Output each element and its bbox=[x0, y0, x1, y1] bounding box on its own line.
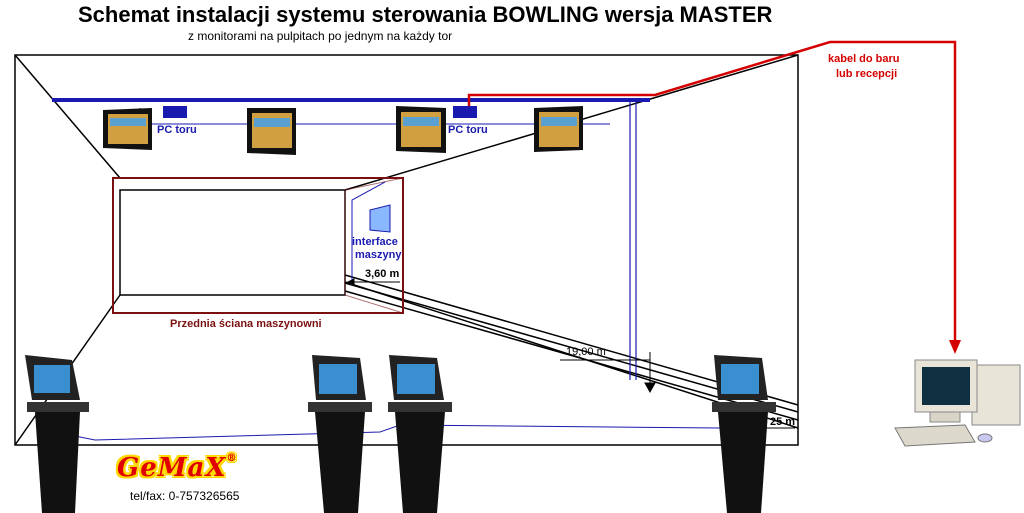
dimension-lines bbox=[346, 278, 795, 429]
pc-box-icon bbox=[163, 106, 187, 118]
pc-tower bbox=[971, 364, 1021, 426]
distance-dim-label: 25 m bbox=[770, 416, 796, 428]
bar-cable bbox=[467, 40, 957, 345]
crt-screen bbox=[922, 367, 970, 405]
console-stand-icon bbox=[25, 355, 89, 513]
wall-monitor-icon bbox=[396, 106, 446, 153]
width-dim-label: 3,60 m bbox=[365, 268, 400, 280]
mouse bbox=[977, 433, 993, 443]
interface-cable bbox=[351, 181, 386, 285]
console-stand-icon bbox=[388, 355, 452, 513]
gemax-logo: GeMaX® bbox=[117, 453, 238, 483]
length-dim-label: 19,00 m bbox=[566, 346, 606, 358]
console-stand-icon bbox=[712, 355, 776, 513]
cable-label-line1: kabel do baru bbox=[828, 53, 900, 65]
interface-label-line1: interface bbox=[352, 236, 398, 248]
floor-cable bbox=[44, 424, 721, 441]
back-wall-opening bbox=[119, 189, 346, 296]
length-dim-arrow bbox=[644, 382, 656, 394]
pc-toru-label-1: PC toru bbox=[157, 124, 197, 136]
cable-label-line2: lub recepcji bbox=[836, 68, 898, 80]
interface-box-icon bbox=[369, 204, 391, 233]
wall-monitor-icon bbox=[534, 106, 583, 152]
bar-cable-arrow bbox=[949, 340, 961, 354]
wall-monitor-icon bbox=[103, 108, 152, 150]
console-stand-icon bbox=[308, 355, 372, 513]
keyboard bbox=[894, 424, 976, 447]
monitor-base bbox=[929, 411, 961, 423]
pc-box-icon bbox=[453, 106, 477, 118]
diagram-subtitle: z monitorami na pulpitach po jednym na k… bbox=[188, 29, 453, 43]
interface-label-line2: maszyny bbox=[355, 249, 402, 261]
desktop-computer-icon bbox=[894, 359, 1021, 447]
console-stands bbox=[25, 355, 776, 513]
wall-monitors bbox=[103, 106, 583, 155]
contact-phone: tel/fax: 0-757326565 bbox=[130, 489, 240, 503]
diagram-title: Schemat instalacji systemu sterowania BO… bbox=[78, 2, 773, 27]
front-wall-side bbox=[344, 177, 404, 314]
front-wall-label: Przednia ściana maszynowni bbox=[170, 318, 322, 330]
width-dim-arrow bbox=[346, 278, 355, 286]
pc-toru-label-2: PC toru bbox=[448, 124, 488, 136]
room-edge-top-left bbox=[14, 54, 121, 179]
wall-monitor-icon bbox=[247, 108, 296, 155]
